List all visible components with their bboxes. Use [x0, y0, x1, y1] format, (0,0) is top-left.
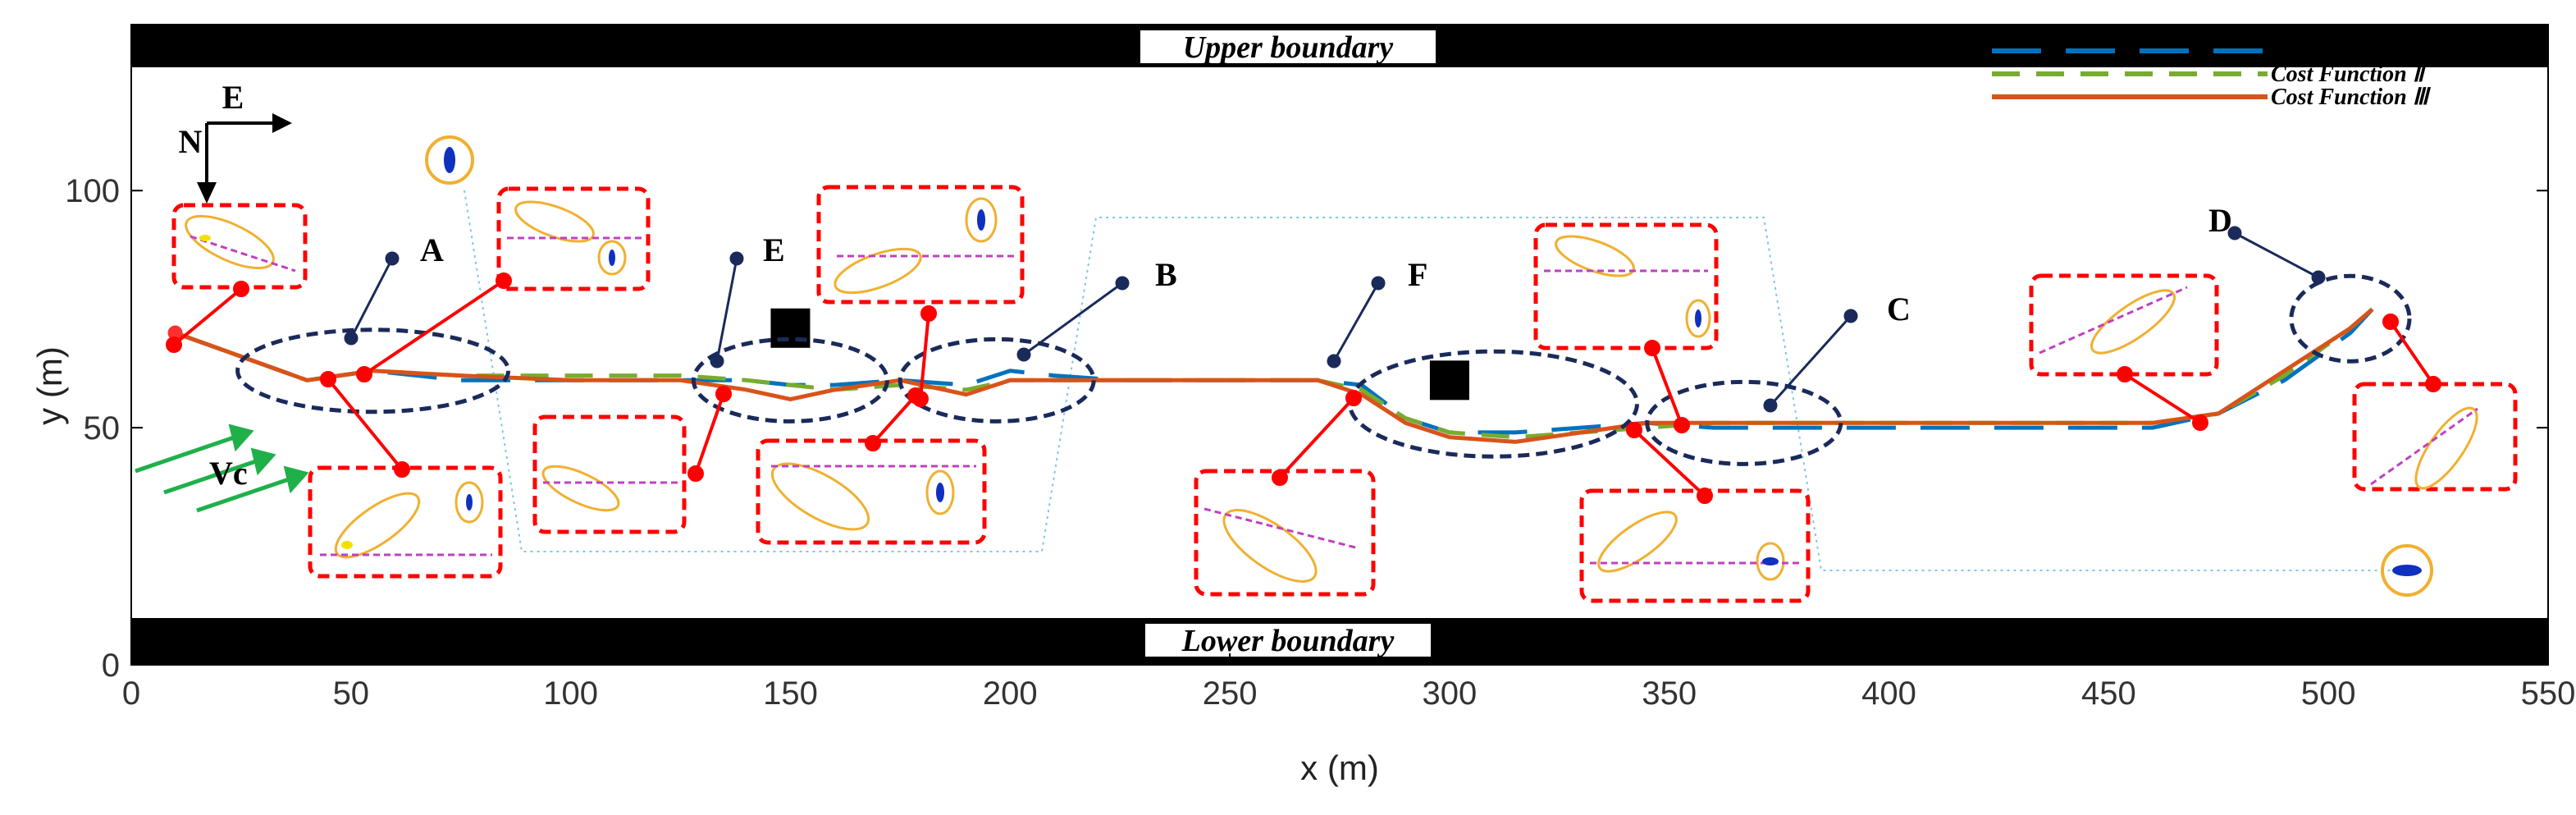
upper-boundary-label-bg — [1140, 30, 1436, 63]
region-ellipse — [2289, 273, 2412, 364]
y-axis-title: y (m) — [30, 346, 69, 425]
safety-ellipse — [334, 492, 421, 559]
x-tick-label: 400 — [1861, 675, 1916, 712]
region-label: D — [2208, 202, 2232, 239]
y-tick-label: 50 — [84, 410, 121, 446]
safety-ellipse — [454, 481, 484, 524]
upper-boundary-label: Upper boundary — [1183, 30, 1394, 65]
region-label: A — [420, 231, 444, 268]
inset-contents — [185, 135, 2478, 597]
x-tick-label: 250 — [1203, 675, 1258, 712]
region-ellipse — [897, 337, 1096, 424]
inset-box — [2029, 273, 2219, 377]
region-label: C — [1887, 291, 1911, 327]
x-tick-label: 100 — [543, 675, 598, 712]
inset-box — [532, 414, 687, 534]
start-point — [167, 325, 183, 341]
y-tick-label: 0 — [102, 648, 120, 684]
ship-marker — [1762, 557, 1779, 565]
compass-east: E — [222, 79, 244, 116]
x-tick-label: 550 — [2521, 675, 2576, 712]
region-layer — [235, 273, 2412, 466]
x-axis-title: x (m) — [1300, 749, 1379, 787]
legend-label: Cost Function Ⅰ — [2271, 39, 2423, 64]
target-ship — [2392, 565, 2422, 576]
region-ellipse — [691, 337, 889, 424]
x-tick-label: 150 — [763, 675, 818, 712]
obstacle — [770, 308, 811, 348]
x-axis-ticks: 0 50 100 150 200 250 300 350 400 450 500 550 — [122, 653, 2576, 712]
x-tick-label: 450 — [2081, 675, 2136, 712]
x-tick-label: 50 — [333, 675, 370, 712]
safety-ellipse — [514, 200, 595, 243]
track-line — [2370, 407, 2478, 486]
target-ship-circle — [2381, 544, 2433, 597]
y-tick-label: 100 — [65, 173, 120, 209]
x-tick-label: 0 — [122, 675, 140, 712]
ship-marker — [609, 250, 615, 266]
target-ship — [444, 147, 455, 173]
safety-ellipse — [1756, 542, 1785, 581]
region-ellipse — [235, 327, 511, 414]
region-label: B — [1155, 256, 1177, 293]
x-tick-label: 300 — [1423, 675, 1478, 712]
current-arrows — [135, 424, 309, 513]
safety-ellipse — [965, 197, 998, 243]
safety-ellipse — [1597, 511, 1678, 573]
target-ship-circle — [425, 135, 474, 185]
safety-ellipse — [2090, 289, 2176, 355]
compass-north: N — [179, 123, 203, 160]
inset-box — [1579, 488, 1811, 603]
obstacle — [1429, 360, 1469, 401]
inset-box — [308, 465, 503, 579]
inset-leaders — [166, 272, 2441, 504]
region-label: E — [763, 231, 785, 268]
current-label: Vc — [209, 455, 248, 492]
region-label: F — [1408, 256, 1427, 293]
region-leaders — [344, 226, 2326, 413]
safety-ellipse — [541, 465, 620, 512]
safety-ellipse — [1685, 299, 1711, 338]
ship-marker — [936, 483, 944, 502]
region-labels: A E B F C D — [420, 202, 2232, 327]
x-tick-label: 350 — [1642, 675, 1697, 712]
series-line — [174, 307, 2374, 444]
legend-label: Cost Function Ⅱ — [2271, 62, 2427, 87]
legend-label: Cost Function Ⅲ — [2271, 85, 2432, 110]
x-tick-label: 500 — [2301, 675, 2356, 712]
ship-marker — [341, 541, 353, 549]
inset-box — [756, 438, 987, 545]
safety-ellipse — [770, 462, 870, 531]
ship-marker — [977, 209, 985, 231]
inset-box — [816, 185, 1025, 304]
inset-box — [1533, 222, 1719, 350]
x-tick-label: 200 — [983, 675, 1038, 712]
ship-marker — [466, 494, 473, 511]
track-line — [1204, 507, 1359, 550]
region-ellipse — [1347, 349, 1639, 459]
track-line — [190, 235, 296, 272]
compass: N E — [179, 79, 292, 204]
y-axis-ticks: 0 50 100 — [65, 173, 2548, 684]
ship-marker — [199, 235, 211, 241]
lower-boundary-label-bg — [1145, 624, 1431, 657]
region-ellipse — [1645, 379, 1843, 466]
safety-ellipse — [925, 469, 955, 515]
ship-marker — [1695, 309, 1701, 327]
track-line — [2039, 286, 2188, 355]
safety-ellipse — [2414, 406, 2478, 490]
inset-box — [1194, 469, 1376, 597]
safety-ellipse — [597, 240, 627, 276]
series-layer — [167, 307, 2374, 444]
lower-boundary-label: Lower boundary — [1181, 624, 1395, 658]
